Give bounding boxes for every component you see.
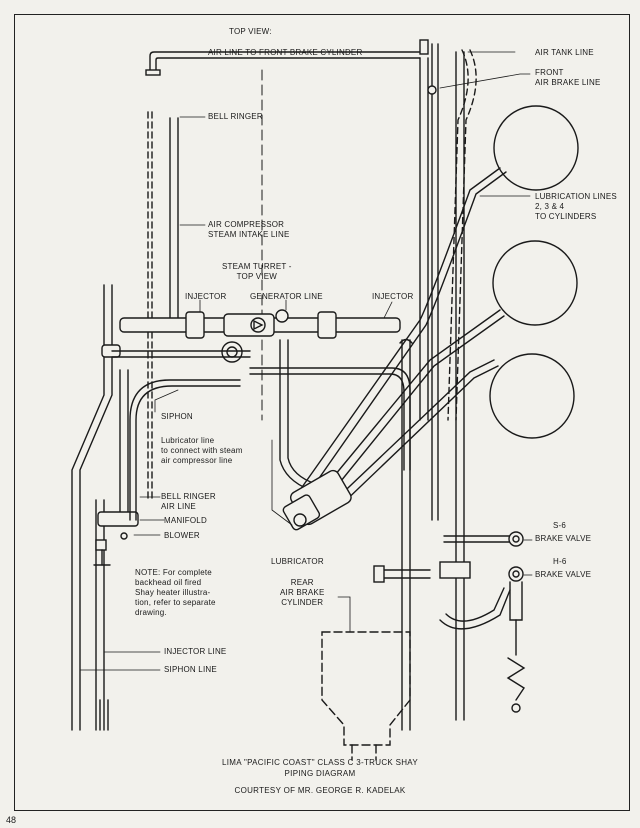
label-note: NOTE: For complete backhead oil fired Sh… bbox=[135, 568, 216, 617]
label-steam-turret: STEAM TURRET - TOP VIEW bbox=[222, 262, 292, 281]
air-line-front-brake-pipe bbox=[145, 51, 421, 76]
label-lubricator-line: Lubricator line to connect with steam ai… bbox=[161, 436, 243, 465]
steam-turret bbox=[119, 309, 401, 363]
caption-credit: COURTESY OF MR. GEORGE R. KADELAK bbox=[234, 786, 406, 795]
page-border bbox=[14, 14, 630, 811]
label-siphon: SIPHON bbox=[161, 412, 193, 421]
label-brake-valve-s6: BRAKE VALVE bbox=[535, 534, 592, 543]
label-air-tank-line: AIR TANK LINE bbox=[535, 48, 594, 57]
cylinder-2 bbox=[492, 240, 578, 326]
label-manifold: MANIFOLD bbox=[164, 516, 207, 525]
air-tank-line-pipes bbox=[419, 39, 477, 721]
caption-subtitle: PIPING DIAGRAM bbox=[284, 769, 356, 778]
air-compressor-intake-pipe bbox=[169, 117, 179, 331]
cylinder-3 bbox=[489, 353, 575, 439]
label-injector-left: INJECTOR bbox=[185, 292, 227, 301]
label-generator-line: GENERATOR LINE bbox=[250, 292, 323, 301]
siphon-pipe bbox=[129, 379, 241, 521]
label-rear-air-brake: REAR AIR BRAKE CYLINDER bbox=[280, 578, 325, 607]
lubrication-lines bbox=[299, 167, 507, 509]
cylinder-1 bbox=[493, 105, 579, 191]
lubricator bbox=[282, 469, 352, 531]
leader-lines bbox=[79, 51, 533, 671]
label-injector-right: INJECTOR bbox=[372, 292, 414, 301]
label-bell-ringer: BELL RINGER bbox=[208, 112, 263, 121]
label-bell-ringer-air: BELL RINGER AIR LINE bbox=[161, 492, 216, 511]
label-siphon-line: SIPHON LINE bbox=[164, 665, 217, 674]
caption-title: LIMA "PACIFIC COAST" CLASS C 3-TRUCK SHA… bbox=[222, 758, 418, 767]
label-front-air-brake-line: FRONT AIR BRAKE LINE bbox=[535, 68, 601, 87]
label-brake-valve-h6: BRAKE VALVE bbox=[535, 570, 592, 579]
label-top-view: TOP VIEW: bbox=[229, 27, 272, 36]
label-injector-line: INJECTOR LINE bbox=[164, 647, 227, 656]
label-s6: S-6 bbox=[553, 521, 567, 530]
left-pipes bbox=[71, 284, 251, 731]
label-air-compressor-steam: AIR COMPRESSOR STEAM INTAKE LINE bbox=[208, 220, 290, 239]
label-lubrication-lines: LUBRICATION LINES 2, 3 & 4 TO CYLINDERS bbox=[535, 192, 617, 221]
label-h6: H-6 bbox=[553, 557, 567, 566]
bell-ringer-line bbox=[147, 111, 153, 501]
label-lubricator: LUBRICATOR bbox=[271, 557, 324, 566]
page-number: 48 bbox=[6, 815, 17, 825]
lubrication-loop bbox=[249, 339, 411, 491]
label-blower: BLOWER bbox=[164, 531, 200, 540]
manifold-assembly bbox=[93, 511, 139, 566]
rear-brake-cylinder bbox=[321, 631, 411, 761]
label-air-line-front-brake: AIR LINE TO FRONT BRAKE CYLINDER bbox=[208, 48, 363, 57]
